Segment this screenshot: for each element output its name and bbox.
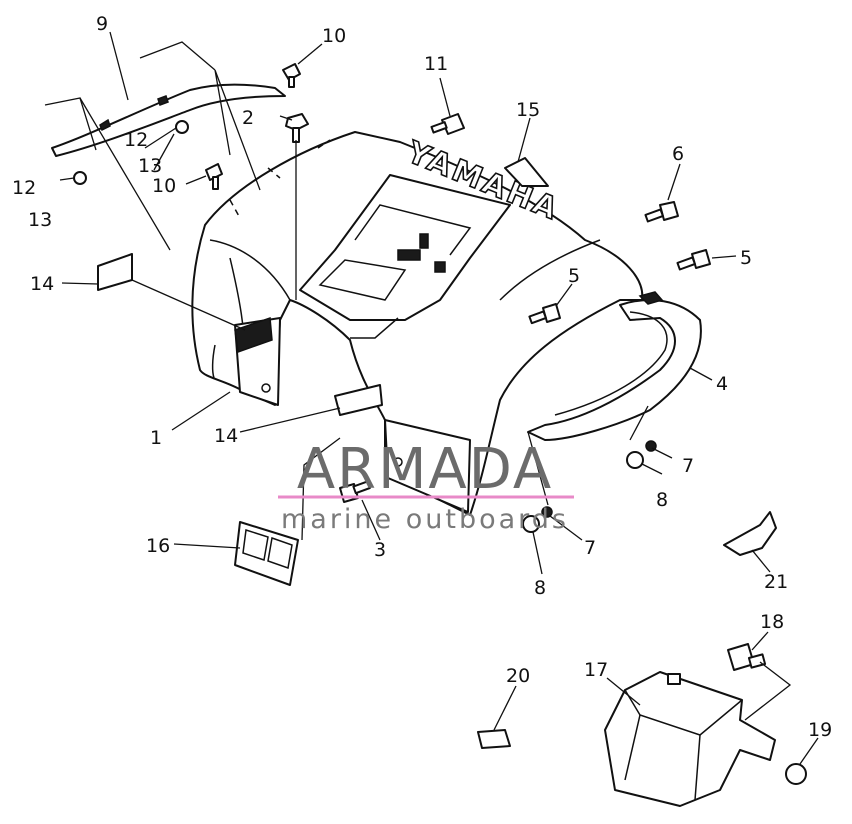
callout-6: 6 <box>672 143 684 165</box>
callout-7-right: 7 <box>682 455 694 477</box>
callout-12-left: 12 <box>12 177 36 199</box>
callout-9: 9 <box>96 13 108 35</box>
mud-guard-strip <box>44 41 286 251</box>
callout-2: 2 <box>242 107 254 129</box>
nut-8-left <box>522 515 540 533</box>
collar-13-top <box>175 120 189 134</box>
armada-watermark: ARMADA marine outboards <box>278 437 574 535</box>
callout-5-mid: 5 <box>568 265 580 287</box>
callout-17: 17 <box>584 659 608 681</box>
callout-3: 3 <box>374 539 386 561</box>
nut-19 <box>785 763 807 785</box>
reflector-14-left <box>97 253 133 291</box>
bolt-11 <box>430 113 465 135</box>
callout-1: 1 <box>150 427 162 449</box>
callout-14-left: 14 <box>30 273 54 295</box>
leader-lines <box>59 31 819 765</box>
callout-14-mid: 14 <box>214 425 238 447</box>
watermark-brand: ARMADA <box>297 437 553 502</box>
callout-labels: 9 10 11 15 2 12 13 10 12 13 6 5 5 14 4 1… <box>12 13 832 741</box>
pad-20 <box>477 729 511 749</box>
callout-7-left: 7 <box>584 537 596 559</box>
reflector-14-mid <box>334 384 383 416</box>
collar-13-left <box>73 171 87 185</box>
carrier-guard <box>527 291 702 441</box>
bolt-5-mid <box>528 303 561 325</box>
callout-12-top: 12 <box>124 129 148 151</box>
callout-21: 21 <box>764 571 788 593</box>
callout-20: 20 <box>506 665 530 687</box>
bolt-2 <box>285 113 309 143</box>
bolt-10-top <box>282 63 301 88</box>
callout-18: 18 <box>760 611 784 633</box>
washer-7-left <box>541 506 553 518</box>
rear-fender: YAMAHA <box>191 131 644 516</box>
bolt-10-left <box>205 163 223 190</box>
callout-5-right: 5 <box>740 247 752 269</box>
callout-10-left: 10 <box>152 175 176 197</box>
callout-10-top: 10 <box>322 25 346 47</box>
callout-16: 16 <box>146 535 170 557</box>
watermark-tagline: marine outboards <box>281 504 569 535</box>
callout-8-right: 8 <box>656 489 668 511</box>
bolt-18 <box>727 643 767 671</box>
callout-13-left: 13 <box>28 209 52 231</box>
tail-lens-16 <box>234 521 299 586</box>
callout-8-left: 8 <box>534 577 546 599</box>
tool-box-17 <box>604 671 776 807</box>
callout-15: 15 <box>516 99 540 121</box>
bolt-6 <box>644 201 679 223</box>
callout-11: 11 <box>424 53 448 75</box>
clip-21 <box>723 511 777 556</box>
callout-4: 4 <box>716 373 728 395</box>
callout-19: 19 <box>808 719 832 741</box>
callout-13-top: 13 <box>138 155 162 177</box>
bolt-5-right <box>676 249 711 271</box>
nut-8-right <box>626 451 644 469</box>
